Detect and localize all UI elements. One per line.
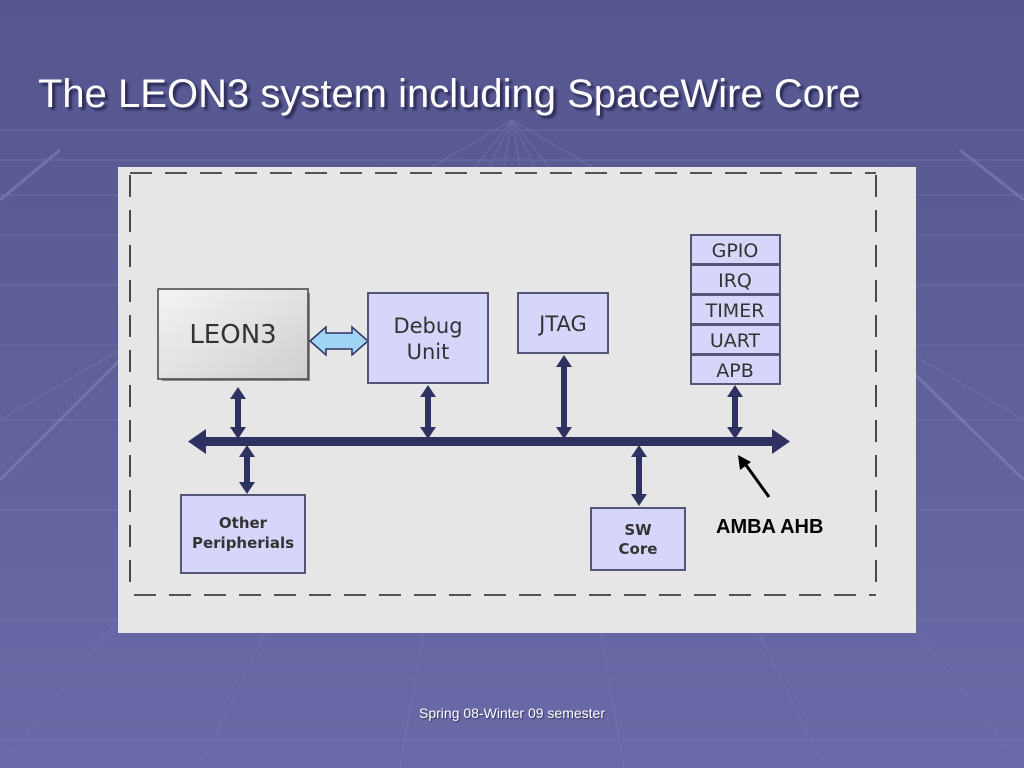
slide-title: The LEON3 system including SpaceWire Cor…: [38, 72, 861, 116]
apb-label: APB: [716, 360, 754, 382]
sw-core-label-2: Core: [619, 540, 658, 558]
debug-unit-label-2: Unit: [407, 340, 450, 364]
leon3-debug-link-arrow: [308, 325, 370, 357]
gpio-label: GPIO: [712, 240, 759, 262]
leon3-block: LEON3: [157, 288, 310, 381]
amba-ahb-label: AMBA AHB: [716, 516, 823, 538]
sw-core-bus-connector: [631, 445, 647, 506]
debug-unit-label-1: Debug: [393, 314, 462, 338]
uart-label: UART: [710, 330, 761, 352]
sw-core-block: SW Core: [590, 507, 686, 571]
leon3-label: LEON3: [189, 320, 276, 350]
system-diagram: LEON3 Debug Unit JTAG GPIO IRQ TIM: [129, 172, 877, 596]
system-boundary: [129, 172, 877, 596]
apb-bus-connector: [727, 385, 743, 439]
irq-label: IRQ: [718, 270, 752, 292]
debug-bus-connector: [420, 385, 436, 439]
sw-core-label-1: SW: [624, 521, 652, 539]
leon3-bus-connector: [230, 387, 246, 439]
apb-peripheral-stack: [690, 234, 781, 385]
jtag-block: JTAG: [517, 292, 609, 354]
other-peripherals-label-1: Other: [219, 514, 268, 532]
other-peripherals-block: Other Peripherials: [180, 494, 306, 574]
other-peripherals-bus-connector: [239, 445, 255, 494]
timer-label: TIMER: [705, 300, 765, 322]
diagram-panel: LEON3 Debug Unit JTAG GPIO IRQ TIM: [118, 167, 916, 633]
other-peripherals-label-2: Peripherials: [192, 534, 294, 552]
amba-ahb-bus: [188, 429, 790, 454]
amba-ahb-pointer-arrow: [738, 455, 771, 498]
slide-footer: Spring 08-Winter 09 semester: [419, 705, 605, 721]
debug-unit-block: Debug Unit: [367, 292, 489, 384]
jtag-label: JTAG: [537, 312, 587, 336]
jtag-bus-connector: [556, 355, 572, 439]
